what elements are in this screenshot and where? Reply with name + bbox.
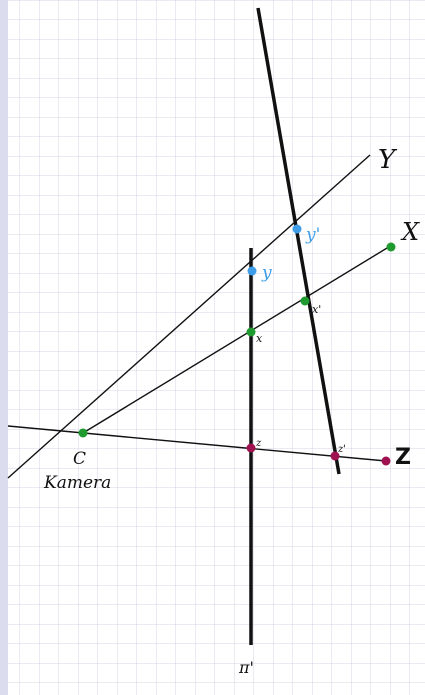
ray-x — [82, 244, 393, 434]
label-point-y-prime: y' — [305, 225, 320, 245]
point-x-prime — [300, 296, 310, 306]
point-z-prime — [330, 451, 340, 461]
label-camera: Kamera — [43, 473, 111, 493]
point-x — [246, 327, 256, 337]
label-point-z-prime: z' — [337, 444, 346, 455]
image-plane-tilted — [256, 7, 341, 475]
point-y-prime — [292, 224, 302, 234]
point-z — [246, 443, 256, 453]
label-point-z: z — [255, 438, 262, 449]
label-point-x-prime: x' — [312, 303, 321, 316]
ray-y — [7, 154, 371, 479]
point-x-end — [386, 242, 396, 252]
label-x-axis: X — [400, 218, 420, 246]
label-y-axis: Y — [378, 145, 398, 175]
point-y — [247, 266, 257, 276]
center-point-c — [78, 428, 88, 438]
label-center-c: C — [73, 449, 86, 469]
grid — [8, 0, 425, 695]
label-z-axis: Z — [395, 445, 411, 470]
label-point-x: x — [256, 332, 263, 345]
ray-z — [7, 425, 387, 462]
label-point-y: y — [261, 263, 272, 283]
label-plane-pi-prime: π' — [238, 658, 254, 677]
point-z-end — [381, 456, 391, 466]
